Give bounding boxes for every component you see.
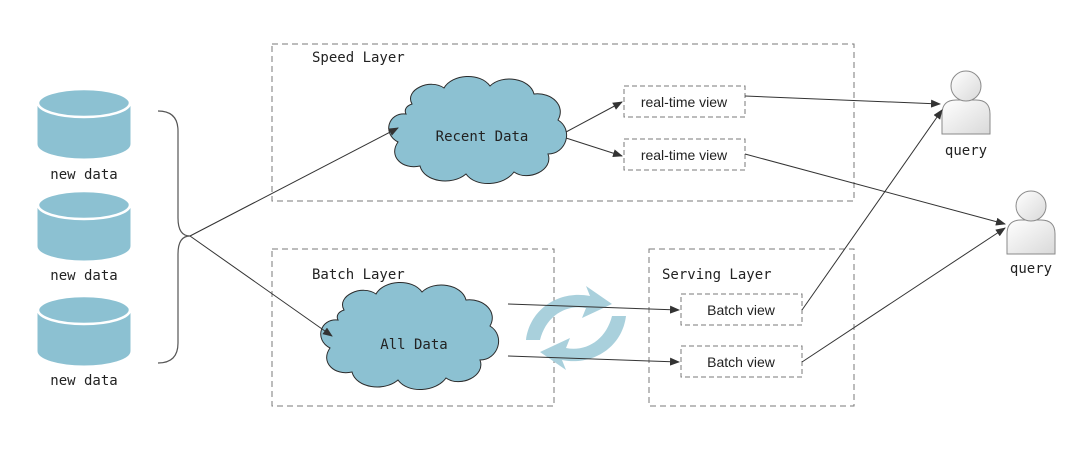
data-source-2: new data (36, 189, 132, 284)
arrow-sources-to-all-data (189, 235, 333, 337)
arrow-realtime-1-to-query-1 (744, 95, 941, 108)
batch-view-1: Batch view (680, 293, 803, 326)
speed-layer: Speed Layer Recent Data real-time view r… (271, 43, 855, 202)
arrow-batch-view-1-to-query-1 (801, 109, 943, 311)
all-data-cloud: All Data (320, 282, 500, 390)
realtime-view-label: real-time view (641, 94, 728, 110)
realtime-view-label: real-time view (641, 147, 728, 163)
realtime-view-2: real-time view (623, 138, 746, 171)
recompute-cycle-icon (526, 286, 626, 370)
batch-view-label: Batch view (707, 302, 776, 318)
arrow-batch-view-2-to-query-2 (801, 227, 1006, 363)
batch-view-2: Batch view (680, 345, 803, 378)
realtime-view-1: real-time view (623, 85, 746, 118)
arrow-realtime-2-to-query-2 (744, 153, 1006, 226)
source-group-brace (157, 110, 191, 364)
cloud-icon (388, 76, 568, 184)
arrow-all-data-to-batch-view-1 (507, 303, 680, 314)
query-label: query (945, 143, 987, 159)
arrow-all-data-to-batch-view-2 (507, 355, 680, 366)
recent-data-label: Recent Data (436, 129, 529, 145)
arrow-sources-to-recent-data (189, 127, 399, 237)
speed-layer-title: Speed Layer (312, 50, 405, 66)
data-source-label: new data (50, 167, 117, 183)
user-icon (941, 70, 991, 135)
query-label: query (1010, 261, 1052, 277)
serving-layer: Serving Layer Batch view Batch view (648, 248, 855, 407)
all-data-label: All Data (380, 337, 447, 353)
serving-layer-title: Serving Layer (662, 267, 772, 283)
recent-data-cloud: Recent Data (388, 76, 568, 184)
speed-layer-border (271, 43, 855, 202)
query-2: query (1006, 190, 1056, 277)
database-icon (36, 189, 132, 261)
batch-view-label: Batch view (707, 354, 776, 370)
database-icon (36, 294, 132, 366)
arrow-recent-to-realtime-1 (565, 101, 623, 133)
database-icon (36, 87, 132, 159)
query-1: query (941, 70, 991, 159)
arrow-recent-to-realtime-2 (565, 137, 623, 158)
data-source-1: new data (36, 87, 132, 183)
data-source-3: new data (36, 294, 132, 389)
batch-layer-border (271, 248, 555, 407)
batch-layer-title: Batch Layer (312, 267, 405, 283)
data-source-label: new data (50, 373, 117, 389)
user-icon (1006, 190, 1056, 255)
connectors (189, 95, 1006, 366)
cloud-icon (320, 282, 500, 390)
batch-layer: Batch Layer All Data (271, 248, 555, 407)
data-source-label: new data (50, 268, 117, 284)
